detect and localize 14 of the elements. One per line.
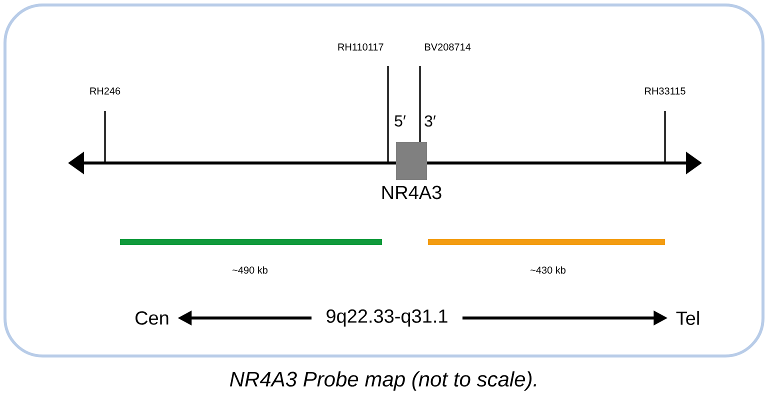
region-label: Tel (676, 311, 699, 325)
size-label: ~430 kb (530, 266, 566, 274)
marker-label: RH246 (90, 87, 120, 95)
size-label: ~490 kb (232, 266, 268, 274)
marker-label: RH110117 (338, 43, 384, 51)
end-label: 5′ (394, 115, 406, 127)
node-label: NR4A3 (382, 186, 442, 200)
region-label: 9q22.33-q31.1 (326, 309, 448, 327)
gene-box: NR4A3 (382, 142, 442, 200)
end-label: 3′ (424, 115, 436, 127)
region-label: Cen (136, 311, 168, 325)
marker-label: BV208714 (425, 43, 471, 51)
caption: NR4A3 Probe map (not to scale). (230, 371, 536, 391)
marker-label: RH33115 (645, 87, 686, 95)
